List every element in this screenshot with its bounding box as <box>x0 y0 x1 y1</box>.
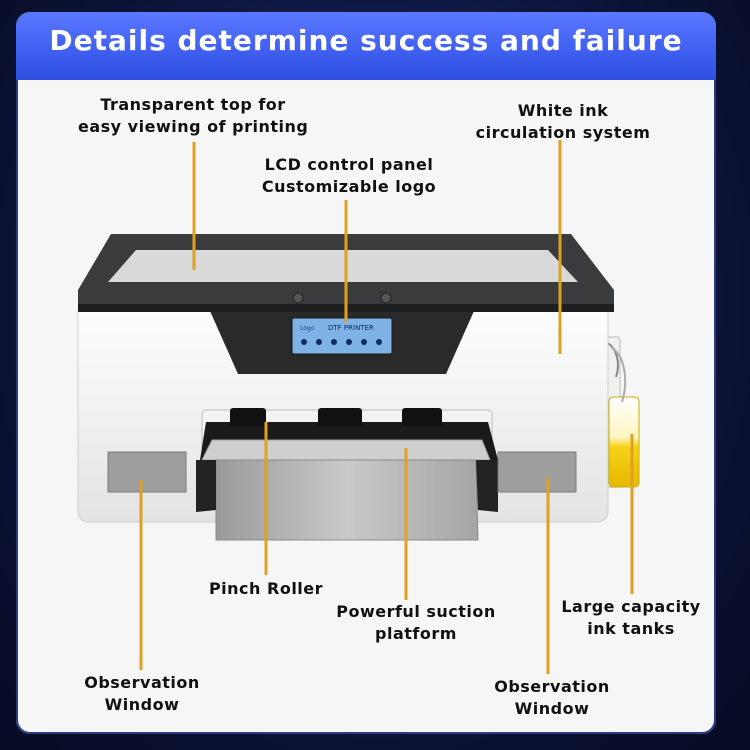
callout-lines <box>139 140 634 674</box>
lcd-title-text: DTF PRINTER <box>328 324 374 332</box>
page-title: Details determine success and failure <box>49 24 683 57</box>
pinch-roller-mid <box>318 408 362 426</box>
label-pinch-roller: Pinch Roller <box>208 579 324 598</box>
suction-platform <box>201 439 491 461</box>
label-ink-tanks: Large capacity ink tanks <box>561 597 701 638</box>
transparent-window <box>108 250 578 282</box>
pinch-roller-left <box>230 408 266 426</box>
pinch-roller-right <box>402 408 442 426</box>
label-white-ink: White ink circulation system <box>475 101 651 142</box>
lcd-screen <box>291 317 393 355</box>
lcd-logo-text: Logo <box>300 325 315 332</box>
observation-window-left <box>107 451 187 493</box>
infographic-card: Details determine success and failure <box>16 12 716 734</box>
printer-illustration: Logo DTF PRINTER <box>77 140 640 674</box>
label-suction-platform: Powerful suction platform <box>336 602 496 643</box>
label-observation-left: Observation Window <box>84 673 200 714</box>
observation-window-right <box>497 451 577 493</box>
title-banner: Details determine success and failure <box>16 12 716 80</box>
label-observation-right: Observation Window <box>494 677 610 718</box>
label-transparent-top: Transparent top for easy viewing of prin… <box>78 95 309 136</box>
film-sheet <box>215 459 479 541</box>
label-lcd-panel: LCD control panel Customizable logo <box>261 155 437 196</box>
